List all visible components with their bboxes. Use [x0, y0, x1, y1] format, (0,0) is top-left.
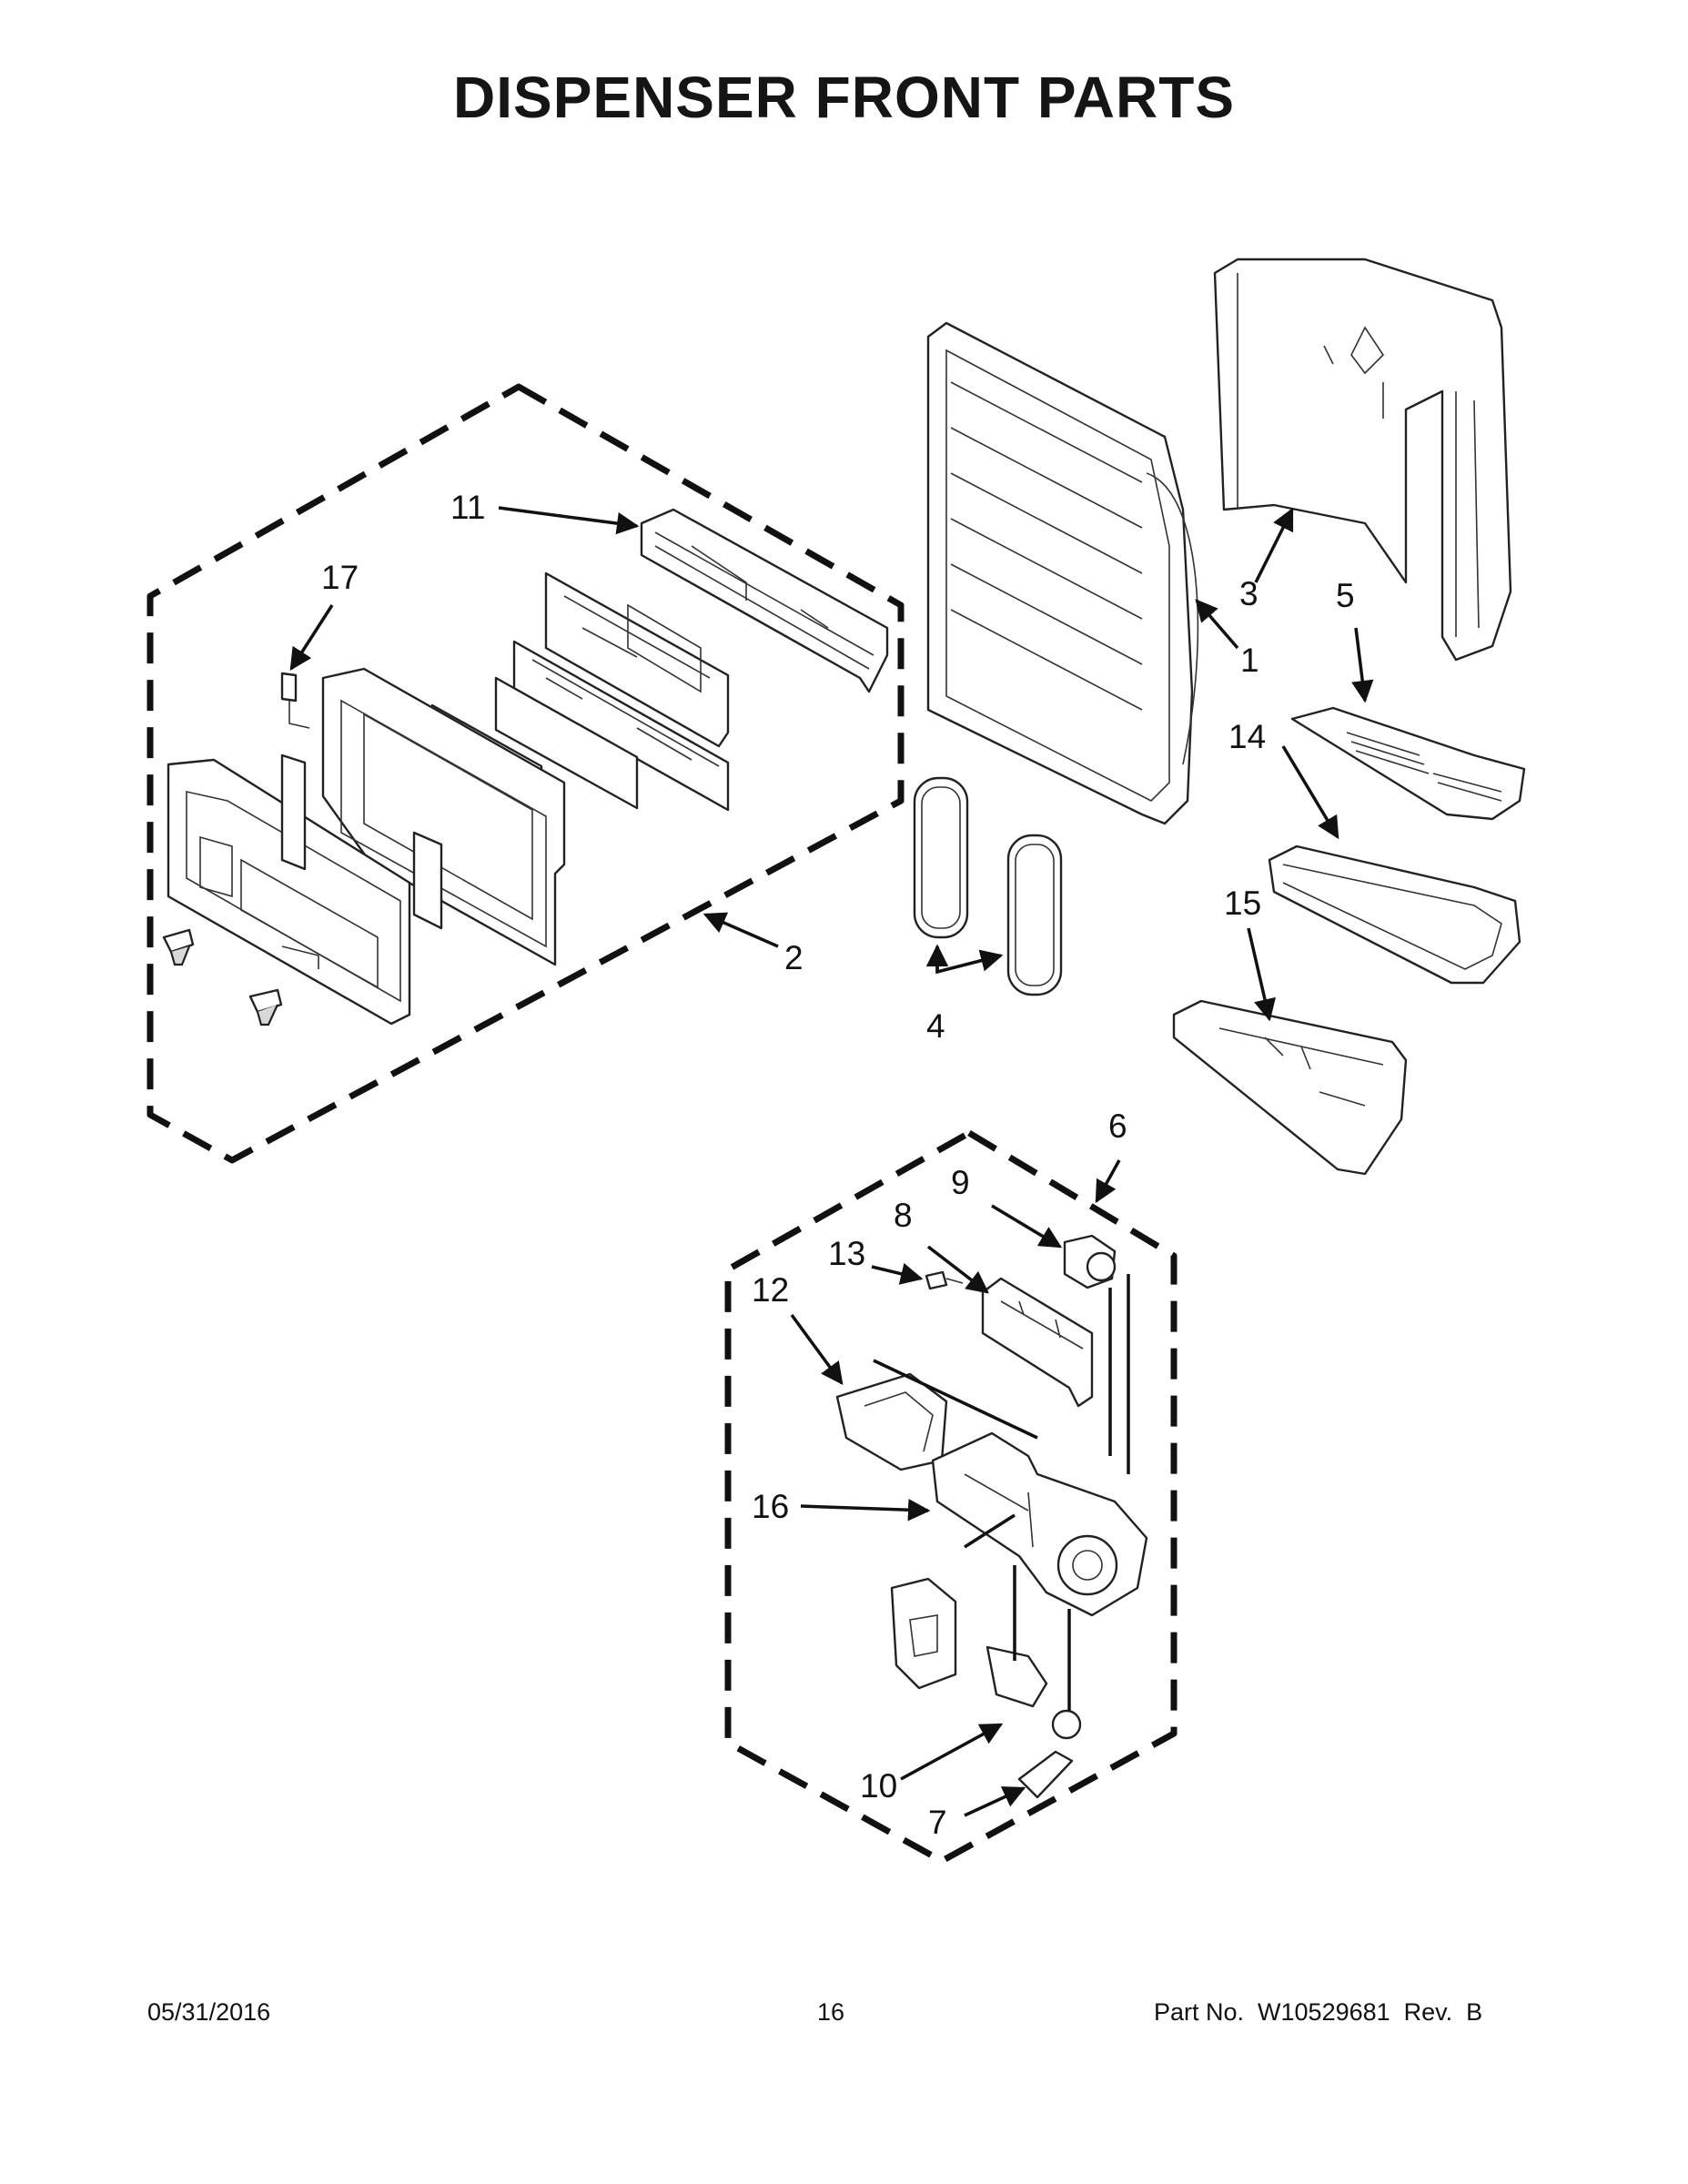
bezel-frame-part [321, 667, 566, 966]
callout-8: 8 [894, 1197, 913, 1234]
callout-7: 7 [928, 1804, 947, 1841]
chute-door-part-2 [1006, 834, 1063, 996]
callout-17: 17 [321, 559, 359, 596]
callout-10: 10 [860, 1767, 897, 1805]
dispenser-housing-base-part [931, 1431, 1148, 1617]
drip-tray-part [1268, 844, 1521, 985]
callout-12: 12 [752, 1271, 789, 1309]
callout-9: 9 [951, 1164, 970, 1201]
switch-part [986, 1645, 1048, 1708]
drip-tray-grille-part [1290, 706, 1526, 821]
leader-lines [289, 506, 1374, 1817]
actuator-motor-part [1063, 1234, 1117, 1289]
chute-door-part-1 [913, 776, 969, 939]
lever-bracket-part [981, 1277, 1094, 1408]
screw-part-left [162, 928, 195, 966]
control-board-part [544, 571, 730, 748]
callout-2: 2 [784, 939, 804, 976]
screw-part-13 [925, 1270, 964, 1290]
callout-13: 13 [828, 1235, 865, 1272]
dispenser-housing-part [926, 321, 1199, 825]
duct-door-housing-part [1213, 258, 1512, 662]
callout-4: 4 [926, 1007, 945, 1045]
assembly-2-boundary [147, 383, 905, 1164]
right-bracket-part [412, 831, 443, 930]
drip-tray-base-part [1172, 999, 1408, 1176]
user-interface-board-part [512, 640, 730, 812]
callout-14: 14 [1228, 718, 1266, 755]
screw-part-right [248, 988, 283, 1026]
assembly-6-boundary [724, 1129, 1178, 1865]
callout-11: 11 [450, 489, 485, 526]
footer-date: 05/31/2016 [147, 1998, 271, 2026]
left-bracket-part [280, 753, 307, 871]
page-title: DISPENSER FRONT PARTS [453, 65, 1235, 130]
wire-connector-part [280, 672, 310, 729]
callout-labels: 1 2 3 4 5 6 7 8 9 10 11 12 13 14 15 16 1… [321, 489, 1355, 1841]
callout-5: 5 [1336, 577, 1355, 614]
display-lens-part [494, 676, 639, 810]
assembly-guide-lines [873, 1274, 1130, 1711]
elbow-fitting-part [1017, 1709, 1082, 1799]
dispenser-cover-part [167, 758, 411, 1026]
callout-16: 16 [752, 1488, 789, 1525]
callout-1: 1 [1240, 642, 1259, 679]
callout-3: 3 [1239, 575, 1258, 612]
callout-6: 6 [1108, 1107, 1127, 1145]
footer-page-number: 16 [817, 1998, 845, 2026]
paddle-part [890, 1577, 957, 1690]
footer-part-number: Part No. W10529681 Rev. B [1154, 1998, 1483, 2026]
control-housing-part [640, 508, 889, 693]
callout-15: 15 [1224, 885, 1261, 922]
